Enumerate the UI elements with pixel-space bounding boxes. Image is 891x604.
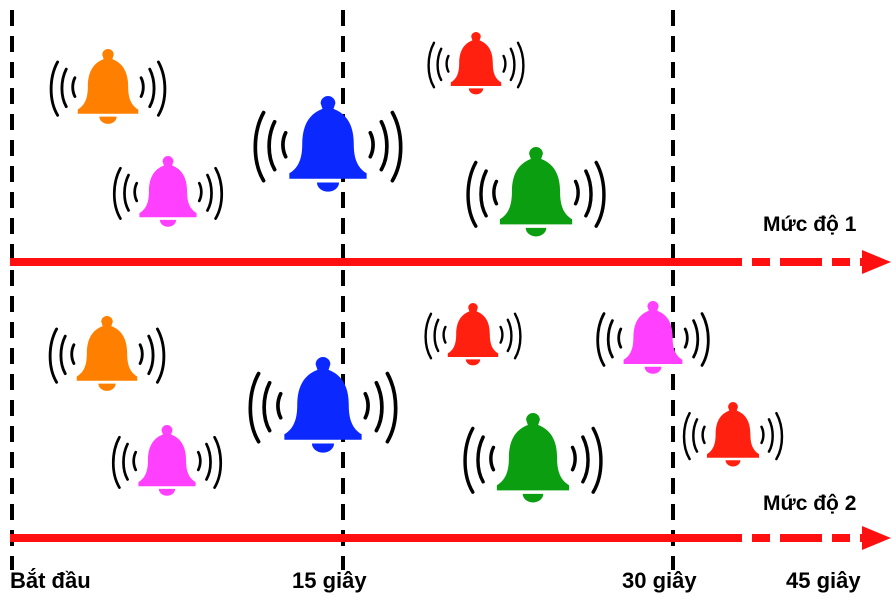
- time-label-start: Bắt đầu: [10, 568, 91, 593]
- level2-blue-bell-icon: [248, 355, 398, 455]
- level2-timeline-arrow: [10, 526, 891, 550]
- level1-timeline-arrow: [10, 250, 891, 274]
- level2-label: Mức độ 2: [763, 492, 857, 515]
- time-label-15s: 15 giây: [292, 568, 367, 593]
- time-label-30s: 30 giây: [622, 568, 697, 593]
- level1-green-bell-icon: [466, 145, 606, 239]
- level2-red-bell-icon: [424, 301, 522, 367]
- time-label-45s: 45 giây: [786, 568, 861, 593]
- level2-red-bell-icon: [682, 400, 784, 468]
- level1-blue-bell-icon: [253, 94, 403, 194]
- level1-red-bell-icon: [427, 30, 525, 96]
- level1-orange-bell-icon: [49, 47, 167, 126]
- level1-label: Mức độ 1: [763, 213, 857, 236]
- level2-pink-bell-icon: [596, 299, 710, 376]
- level2-green-bell-icon: [463, 411, 603, 505]
- level2-orange-bell-icon: [48, 314, 166, 393]
- level1-pink-bell-icon: [112, 154, 224, 229]
- level2-pink-bell-icon: [111, 423, 223, 498]
